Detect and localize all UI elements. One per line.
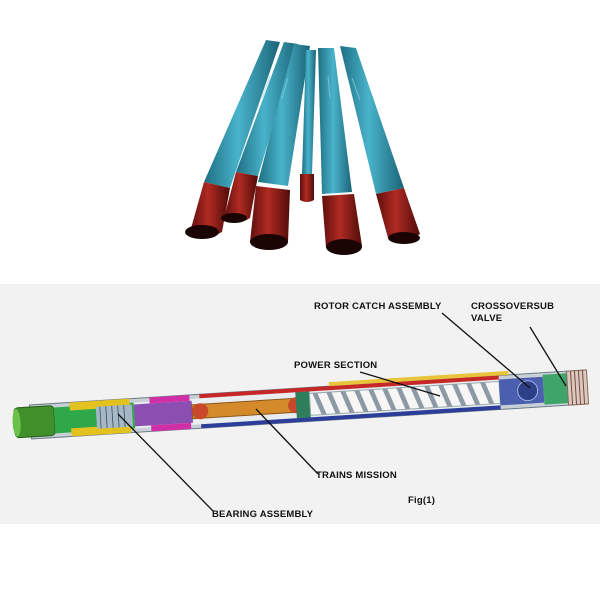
motors-illustration (185, 40, 420, 255)
motor-5 (318, 48, 362, 255)
motor-body (12, 369, 590, 440)
label-valve: VALVE (471, 313, 503, 324)
figure-caption: Fig(1) (408, 495, 436, 506)
rotor-lobes (312, 382, 495, 415)
label-rotor-catch-assembly: ROTOR CATCH ASSEMBLY (314, 301, 442, 312)
motor-1 (185, 40, 280, 239)
label-transmission: TRAINS MISSION (316, 470, 397, 481)
motor-3 (250, 44, 310, 250)
label-crossoversub: CROSSOVERSUB (471, 301, 555, 312)
motor-2 (221, 42, 298, 223)
motor-cutaway-diagram: ROTOR CATCH ASSEMBLY CROSSOVERSUB VALVE … (0, 284, 600, 524)
label-power-section: POWER SECTION (294, 360, 378, 371)
drilling-motors-photo (138, 6, 450, 270)
motor-6 (340, 46, 420, 244)
cutaway-drawing (12, 312, 590, 513)
motor-4 (300, 50, 316, 202)
label-bearing-assembly: BEARING ASSEMBLY (212, 509, 314, 520)
leader-lines (117, 312, 567, 513)
stencil-marks (261, 75, 361, 101)
